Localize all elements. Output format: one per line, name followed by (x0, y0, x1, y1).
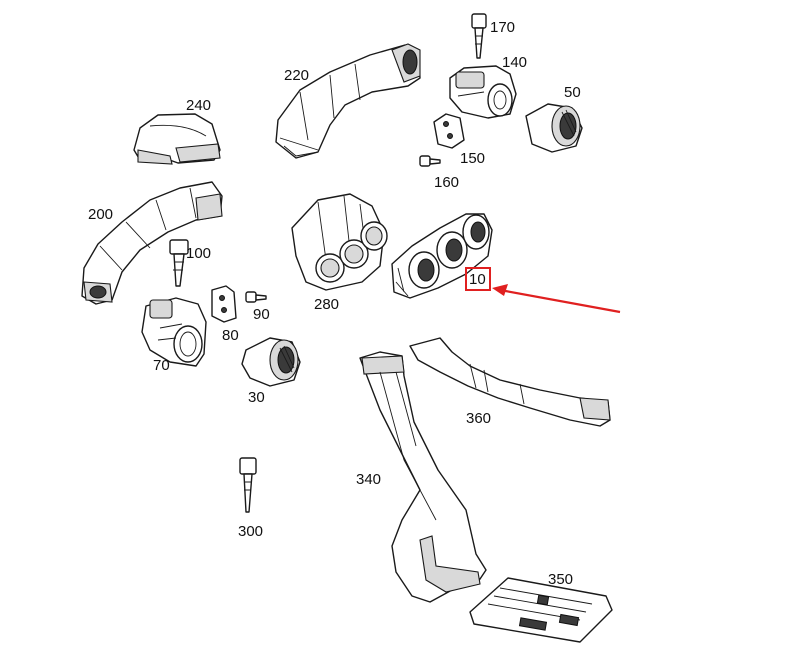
label-part-360: 360 (466, 410, 491, 427)
label-part-300: 300 (238, 523, 263, 540)
label-part-220: 220 (284, 67, 309, 84)
pointer-arrow-head (492, 284, 508, 296)
label-part-200: 200 (88, 206, 113, 223)
label-part-50: 50 (564, 84, 581, 101)
label-part-350: 350 (548, 571, 573, 588)
label-part-10: 10 (469, 271, 486, 288)
part-350-grille (469, 577, 613, 643)
part-280-housing (291, 193, 388, 291)
part-50-vent (525, 103, 583, 153)
part-140-actuator (449, 65, 517, 119)
part-240-duct (133, 113, 221, 165)
label-part-340: 340 (356, 471, 381, 488)
label-part-100: 100 (186, 245, 211, 262)
label-part-240: 240 (186, 97, 211, 114)
part-150-motor (433, 113, 465, 149)
part-100-sensor (169, 239, 189, 287)
part-300-sensor (239, 457, 257, 513)
part-10-center-vent (391, 213, 493, 299)
part-80-motor (211, 285, 237, 323)
pointer-arrow-shaft (499, 288, 621, 314)
part-220-duct (275, 43, 421, 159)
label-part-150: 150 (460, 150, 485, 167)
label-part-90: 90 (253, 306, 270, 323)
label-part-80: 80 (222, 327, 239, 344)
part-360-duct (409, 337, 611, 427)
label-part-280: 280 (314, 296, 339, 313)
label-part-170: 170 (490, 19, 515, 36)
label-part-140: 140 (502, 54, 527, 71)
part-90-screw (245, 291, 267, 303)
part-340-duct (359, 351, 487, 603)
part-30-vent (241, 337, 301, 387)
highlight-box (465, 267, 491, 291)
label-part-160: 160 (434, 174, 459, 191)
label-part-30: 30 (248, 389, 265, 406)
part-200-duct (81, 181, 223, 305)
label-part-70: 70 (153, 357, 170, 374)
part-70-actuator (141, 297, 207, 367)
part-160-screw (419, 155, 441, 167)
part-170-sensor (471, 13, 487, 59)
